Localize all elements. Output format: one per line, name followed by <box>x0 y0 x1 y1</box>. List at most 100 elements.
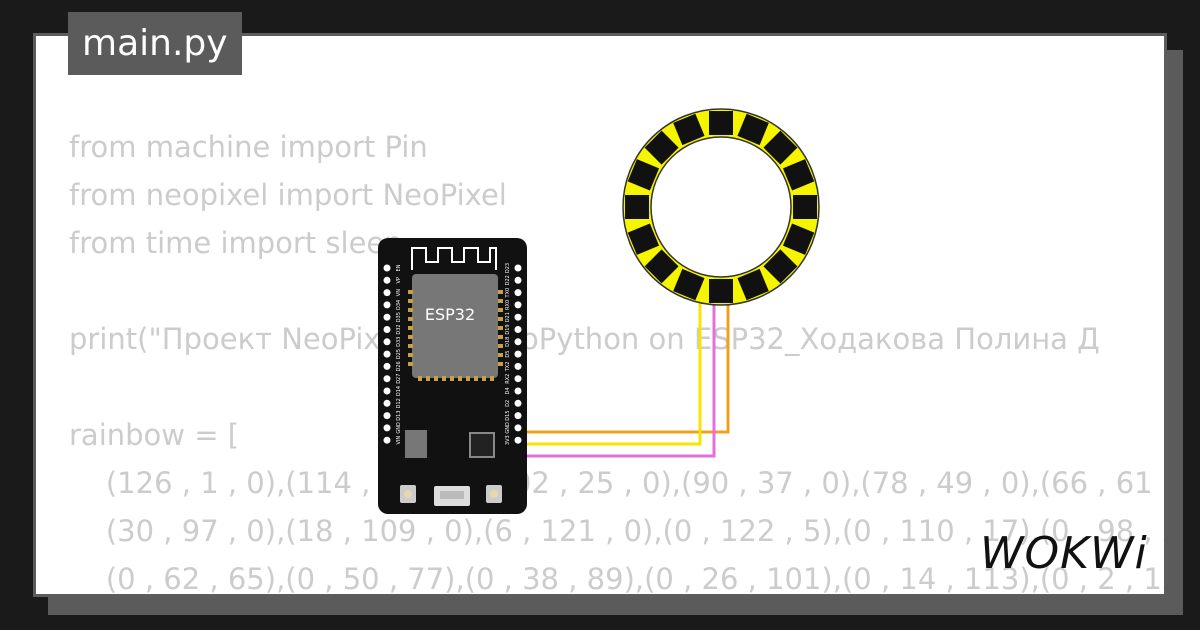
header-pin[interactable] <box>514 326 522 333</box>
antenna <box>411 247 497 270</box>
header-pin[interactable] <box>383 350 391 358</box>
header-pin[interactable] <box>383 326 391 333</box>
module-pad <box>490 376 494 381</box>
module-pad <box>498 308 503 312</box>
pin-label: D22 <box>505 275 511 285</box>
neopixel-led <box>763 130 798 165</box>
neopixel-led <box>644 130 679 165</box>
pin-label: GND <box>505 422 511 434</box>
module-pad <box>498 344 503 348</box>
usb-serial-chip <box>469 432 495 458</box>
pin-label: RX0 <box>505 300 511 310</box>
regulator-chip <box>405 430 427 458</box>
neopixel-led <box>737 113 769 146</box>
pin-label: TX2 <box>505 362 511 373</box>
pin-label: D23 <box>505 263 511 273</box>
neopixel-led <box>782 159 815 191</box>
neopixel-led <box>627 159 660 191</box>
header-pin[interactable] <box>383 375 391 383</box>
header-pin[interactable] <box>514 375 522 383</box>
header-pin[interactable] <box>383 264 391 272</box>
neopixel-led <box>737 268 769 301</box>
header-pin[interactable] <box>514 362 522 370</box>
pin-label: D2 <box>505 400 511 407</box>
ground-wire <box>516 300 716 458</box>
neopixel-led <box>673 113 705 146</box>
header-pin[interactable] <box>383 436 391 444</box>
header-pin[interactable] <box>383 289 391 297</box>
pin-label: VP <box>396 277 402 283</box>
pin-label: D19 <box>505 324 511 334</box>
header-pin[interactable] <box>514 289 522 297</box>
header-pin[interactable] <box>383 338 391 346</box>
pin-label: D5 <box>505 351 511 358</box>
pin-label: D32 <box>396 324 402 334</box>
header-pin[interactable] <box>514 412 522 420</box>
file-name-tab: main.py <box>68 12 242 75</box>
header-pin[interactable] <box>514 338 522 346</box>
module-pad <box>408 344 413 348</box>
module-pad <box>408 353 413 357</box>
pin-label: TX0 <box>505 288 511 299</box>
module-pad <box>426 376 430 381</box>
esp32-board: ESP32 ENVPVND34D35D32D33D25D26D27D14D12D… <box>378 238 527 514</box>
header-pin[interactable] <box>514 399 522 407</box>
header-pin[interactable] <box>383 387 391 395</box>
pin-label: VN <box>396 289 402 296</box>
module-pad <box>408 308 413 312</box>
header-pin[interactable] <box>383 313 391 321</box>
power-wire <box>516 300 702 446</box>
module-pad <box>408 317 413 321</box>
pin-label: D13 <box>396 410 402 420</box>
neopixel-led <box>709 279 733 303</box>
header-pin[interactable] <box>514 301 522 309</box>
header-pin[interactable] <box>514 436 522 444</box>
header-pin[interactable] <box>383 424 391 432</box>
pin-label: D26 <box>396 361 402 371</box>
header-pin[interactable] <box>514 350 522 358</box>
chip-label: ESP32 <box>425 305 475 324</box>
neopixel-led <box>793 195 817 219</box>
module-pad <box>498 326 503 330</box>
wokwi-logo: WOKWi <box>980 528 1148 579</box>
module-pad <box>498 335 503 339</box>
pin-label: D35 <box>396 312 402 322</box>
module-pad <box>442 376 446 381</box>
header-pin[interactable] <box>514 424 522 432</box>
esp32-module <box>412 274 498 378</box>
code-line: (0 , 62 , 65),(0 , 50 , 77),(0 , 38 , 89… <box>69 562 1166 596</box>
header-pin[interactable] <box>383 276 391 284</box>
neopixel-led <box>627 223 660 255</box>
module-pad <box>498 362 503 366</box>
module-pad <box>498 353 503 357</box>
header-pin[interactable] <box>383 412 391 420</box>
pin-label: D14 <box>396 386 402 396</box>
neopixel-ring <box>622 108 820 306</box>
header-pin[interactable] <box>383 399 391 407</box>
pin-label: D15 <box>505 410 511 420</box>
module-pad <box>466 376 470 381</box>
header-pin[interactable] <box>514 264 522 272</box>
data-wire <box>516 300 730 434</box>
module-pad <box>408 290 413 294</box>
pin-label: D34 <box>396 300 402 310</box>
header-pin[interactable] <box>514 276 522 284</box>
header-pin[interactable] <box>383 362 391 370</box>
module-pad <box>498 299 503 303</box>
module-pad <box>498 290 503 294</box>
module-pad <box>408 299 413 303</box>
pin-label: D12 <box>396 398 402 408</box>
code-line: rainbow = [ <box>69 418 240 452</box>
module-pad <box>450 376 454 381</box>
pin-label: D25 <box>396 349 402 359</box>
module-pad <box>434 376 438 381</box>
pin-label: GND <box>396 422 402 434</box>
code-line: from neopixel import NeoPixel <box>69 178 507 212</box>
header-pin[interactable] <box>383 301 391 309</box>
header-pin[interactable] <box>514 387 522 395</box>
module-pad <box>408 335 413 339</box>
header-pin[interactable] <box>514 313 522 321</box>
